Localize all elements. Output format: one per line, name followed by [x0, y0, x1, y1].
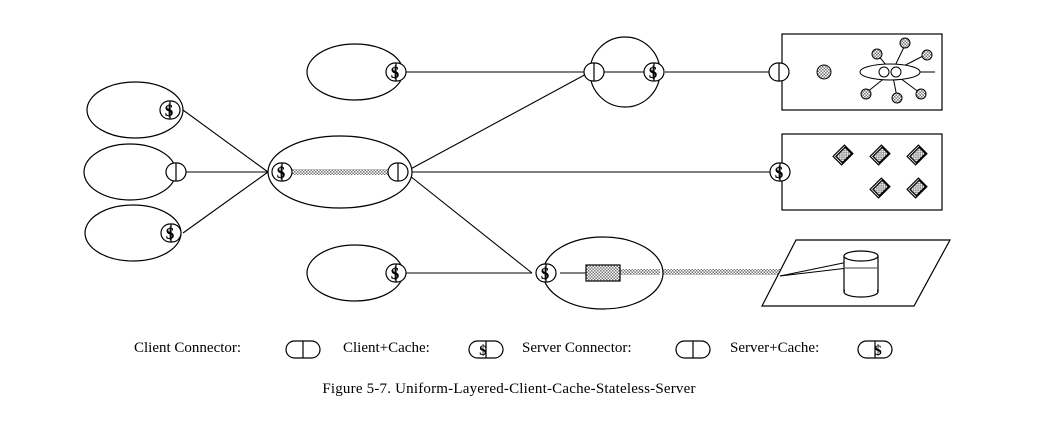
figure-caption: Figure 5-7. Uniform-Layered-Client-Cache…: [0, 381, 1062, 398]
legend-client-connector-label: Client Connector:: [134, 340, 242, 356]
client-node-bottom: [306, 244, 407, 302]
client-node-1: [86, 81, 184, 139]
figure-caption-text: Figure 5-7. Uniform-Layered-Client-Cache…: [322, 381, 696, 397]
legend-server-cache-label: Server+Cache:: [730, 340, 820, 356]
gateway-node: [535, 236, 664, 310]
svg-text:$: $: [479, 343, 487, 359]
proxy-node: [267, 135, 413, 209]
gateway-hatched-link: [620, 269, 780, 275]
client-node-2: [83, 143, 187, 201]
client-node-3: [84, 204, 182, 262]
intermediary-node: [583, 36, 665, 108]
database-icon: [843, 250, 879, 298]
server-cache-icon: $: [857, 340, 893, 359]
client-connector-icon: [285, 340, 321, 359]
legend-server-connector-label: Server Connector:: [522, 340, 632, 356]
server-database-plane: [761, 239, 952, 307]
legend: Client Connector: Client+Cache: $ Server…: [0, 338, 1062, 362]
server-connector-icon: [675, 340, 711, 359]
client-node-top: [306, 43, 407, 101]
gateway-cache-box: [585, 264, 621, 282]
server-box-network: [768, 33, 943, 111]
legend-client-cache-label: Client+Cache:: [343, 340, 430, 356]
server-box-documents: [769, 133, 943, 211]
svg-text:$: $: [874, 343, 882, 359]
client-cache-icon: $: [468, 340, 504, 359]
